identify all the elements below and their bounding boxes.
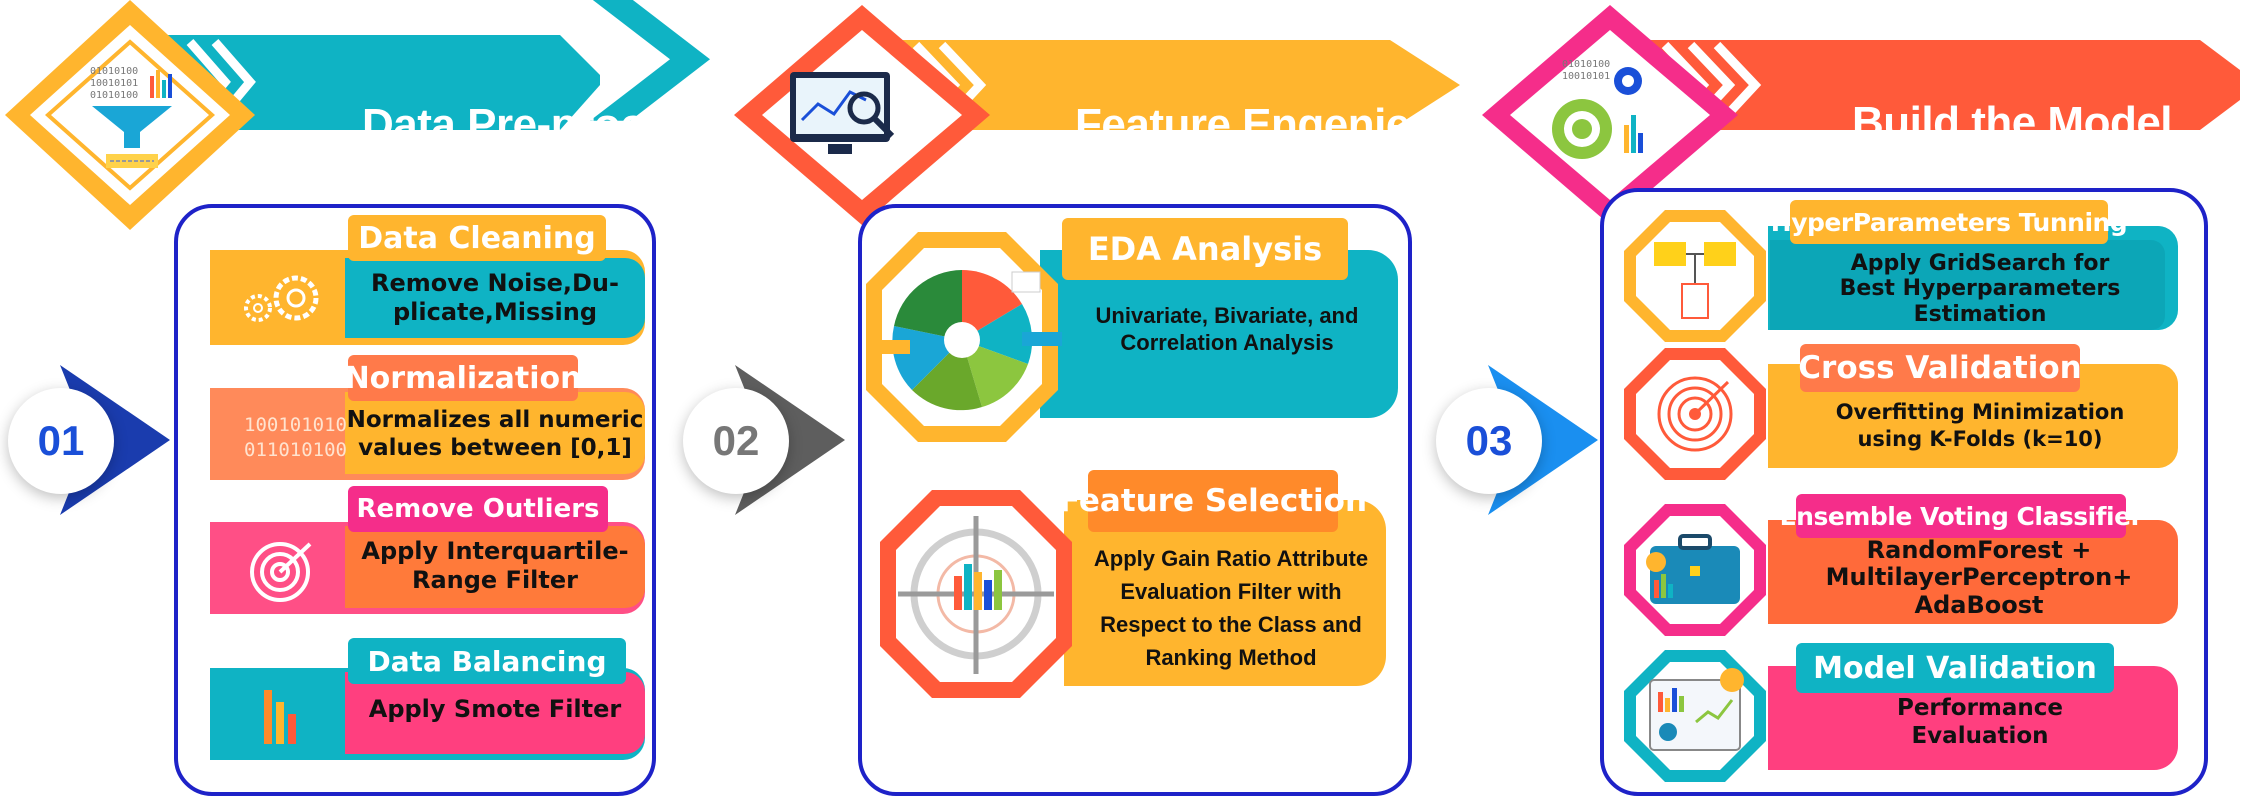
step-label: Data Balancing: [348, 638, 626, 684]
monitor-analytics-icon: [790, 72, 895, 154]
svg-text:01010100: 01010100: [1562, 59, 1610, 70]
step-label: EDA Analysis: [1062, 218, 1348, 280]
step-description: Remove Noise,Du-plicate,Missing: [371, 268, 619, 326]
stage3-header-graphic: [1482, 5, 2240, 225]
stage1-title: Data Pre-processing: [362, 100, 781, 149]
pie-chart-icon: [866, 232, 1062, 442]
briefcase-icon: [1624, 504, 1766, 636]
crosshair-chart-icon: [880, 490, 1072, 698]
step-label: Feature Selection: [1059, 470, 1367, 532]
step-description: Apply Interquartile-Range Filter: [361, 536, 629, 594]
stage3-number: 03: [1436, 388, 1542, 494]
funnel-data-icon: 01010100 10010101 01010100: [90, 66, 172, 168]
step-label: Cross Validation: [1798, 344, 2082, 392]
step-label: HyperParameters Tunning: [1771, 200, 2128, 244]
target-icon: [250, 542, 312, 602]
step-label: Data Cleaning: [348, 215, 606, 261]
step-label: Remove Outliers: [348, 486, 608, 532]
stage2-number: 02: [683, 388, 789, 494]
svg-text:10010101: 10010101: [1562, 71, 1610, 82]
svg-text:01010100: 01010100: [90, 90, 138, 101]
report-icon: [1624, 650, 1766, 782]
svg-text:01010100: 01010100: [90, 66, 138, 77]
target-icon: [1624, 348, 1766, 480]
step-description: Apply Smote Filter: [368, 695, 622, 724]
stage1-number: 01: [8, 388, 114, 494]
svg-text:10010101: 10010101: [90, 78, 138, 89]
stage2-title: Feature Engenieering: [1075, 100, 1515, 149]
gears-icon: [244, 275, 319, 322]
step-label: Ensemble Voting Classifier: [1780, 494, 2143, 538]
stage3-title: Build the Model: [1852, 98, 2173, 147]
step-label: Normalization: [345, 355, 581, 401]
bar-chart-icon: [264, 690, 296, 744]
step-description: RandomForest +MultilayerPerceptron+AdaBo…: [1825, 535, 2133, 619]
gears-data-icon: 01010100 10010101: [1552, 59, 1643, 159]
folders-icon: [1624, 210, 1766, 342]
step-label: Model Validation: [1796, 643, 2114, 693]
